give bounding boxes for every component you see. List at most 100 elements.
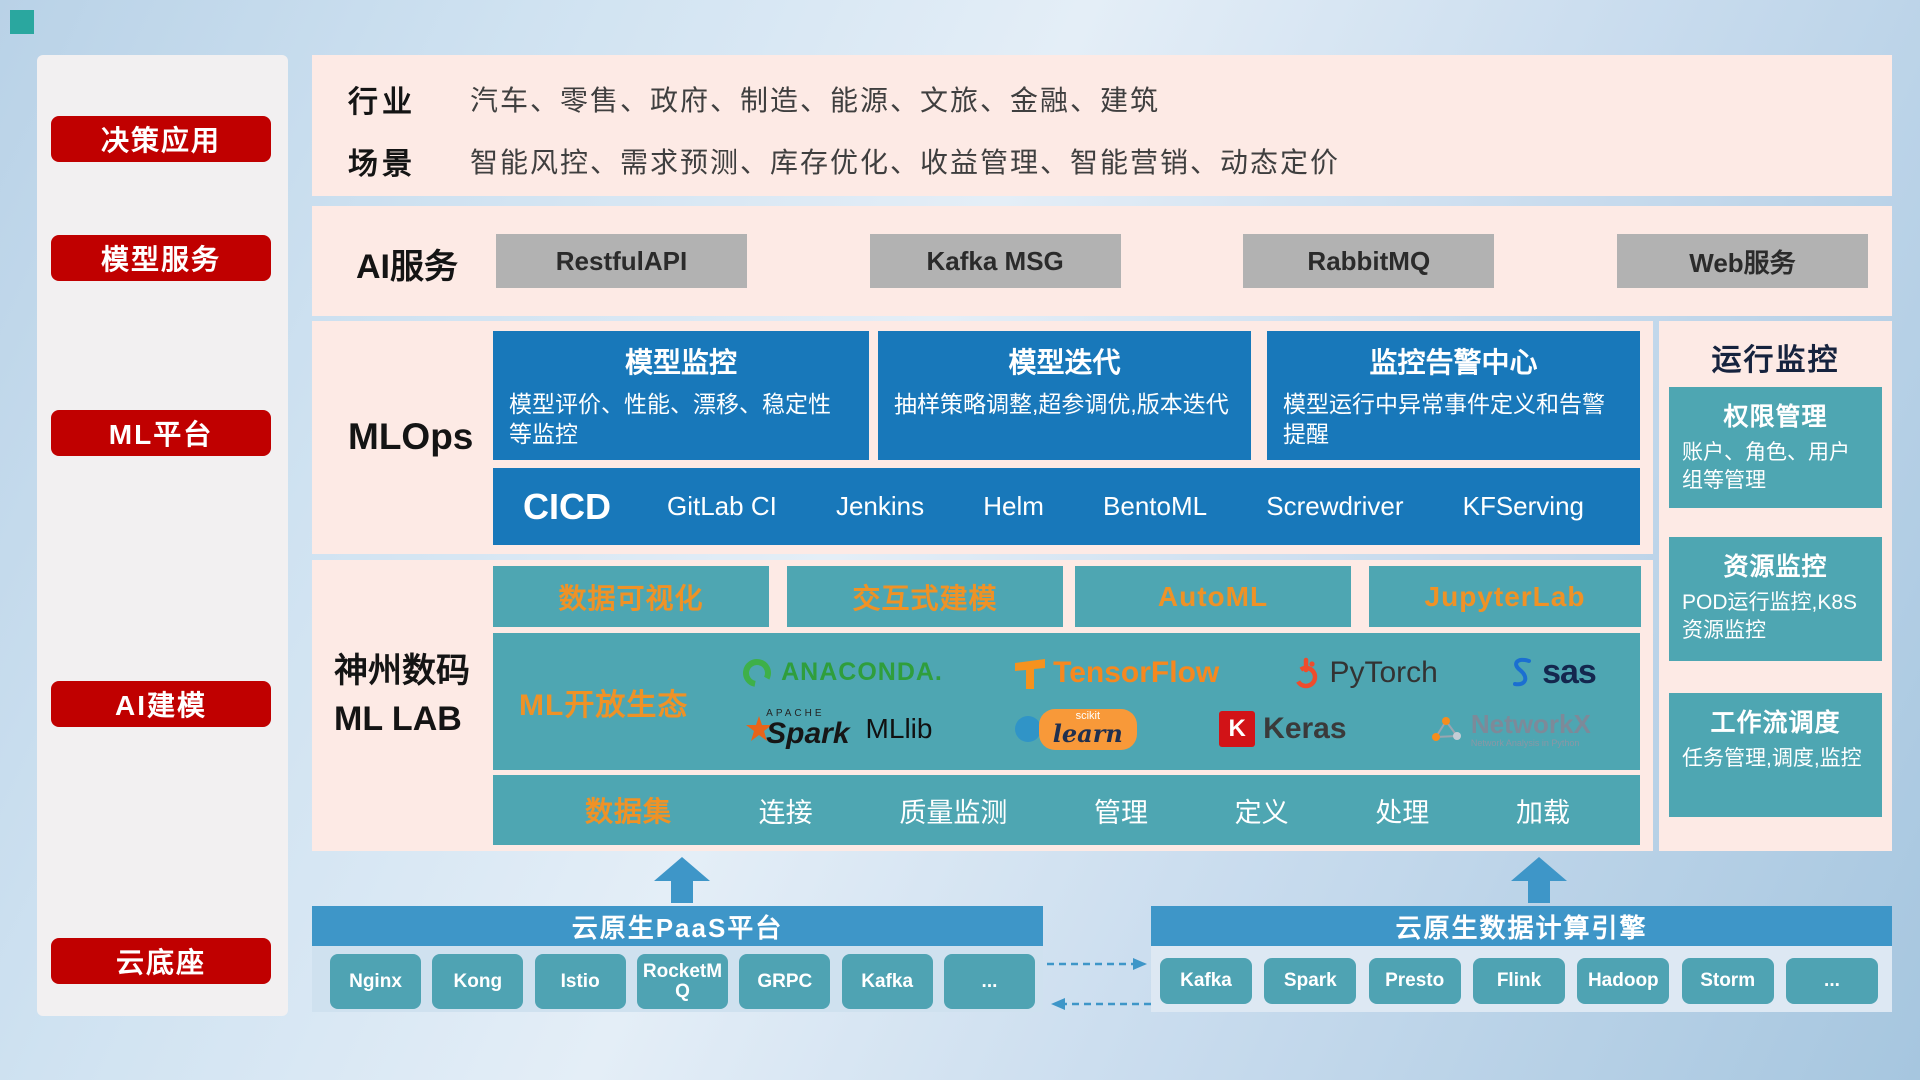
anaconda-logo: ANACONDA. [741,657,943,689]
model-monitoring-title: 模型监控 [624,347,737,378]
dataset-item-define: 定义 [1234,797,1289,828]
mllab-label-line2: ML LAB [334,699,462,738]
sidebar-item-ml-platform[interactable]: ML平台 [51,410,271,456]
resource-monitoring-card: 资源监控 POD运行监控,K8S资源监控 [1669,537,1882,661]
tensorflow-text: TensorFlow [1053,655,1220,689]
up-arrow-paas [654,857,710,903]
tool-data-visualization[interactable]: 数据可视化 [493,566,769,627]
sidebar-item-cloud-base[interactable]: 云底座 [51,938,271,984]
dashed-link-arrows [1047,958,1151,1010]
data-engine-header: 云原生数据计算引擎 [1151,906,1892,946]
cicd-tool-jenkins: Jenkins [835,491,925,521]
cicd-tool-bentoml: BentoML [1103,491,1208,521]
workflow-scheduling-desc: 任务管理,调度,监控 [1682,747,1862,770]
mllab-label-line1: 神州数码 [334,652,470,690]
engine-items: Kafka Spark Presto Flink Hadoop Storm ..… [1160,958,1878,1004]
tool-interactive-modeling[interactable]: 交互式建模 [787,566,1063,627]
permission-management-desc: 账户、角色、用户组等管理 [1682,441,1850,493]
ml-open-ecosystem-box: ML开放生态 ANACONDA. TensorFlow [493,633,1640,770]
service-web-button[interactable]: Web服务 [1616,234,1868,288]
sidebar-item-model-service[interactable]: 模型服务 [51,235,271,281]
resource-monitoring-title: 资源监控 [1723,553,1828,581]
networkx-subtitle: Network Analysis in Python [1470,737,1580,748]
engine-item-hadoop[interactable]: Hadoop [1577,958,1670,1004]
alert-center-card: 监控告警中心 模型运行中异常事件定义和告警提醒 [1267,331,1640,460]
mlops-band: MLOps 模型监控 模型评价、性能、漂移、稳定性等监控 模型迭代 抽样策略调整… [312,321,1653,554]
permission-management-title: 权限管理 [1723,403,1828,431]
tool-automl[interactable]: AutoML [1075,566,1351,627]
scikit-learn-logo: scikit learn [1014,708,1137,750]
sidebar-item-ai-modeling[interactable]: AI建模 [51,681,271,727]
engine-item-more[interactable]: ... [1785,958,1878,1004]
engine-item-flink[interactable]: Flink [1472,958,1565,1004]
paas-item-rocketmq[interactable]: RocketMQ [636,954,728,1009]
service-rabbitmq-button[interactable]: RabbitMQ [1243,234,1495,288]
paas-item-nginx[interactable]: Nginx [330,954,421,1009]
sidebar-item-decision-apps[interactable]: 决策应用 [51,116,271,162]
scikit-blob: scikit learn [1038,708,1137,750]
alert-center-desc: 模型运行中异常事件定义和告警提醒 [1283,391,1605,448]
paas-item-grpc[interactable]: GRPC [739,954,831,1009]
spark-text: Spark [766,717,850,751]
industry-row: 行业 汽车、零售、政府、制造、能源、文旅、金融、建筑 [348,77,1160,121]
ai-service-buttons: RestfulAPI Kafka MSG RabbitMQ Web服务 [496,234,1868,288]
ecosystem-logos-row1: ANACONDA. TensorFlow PyTorch [705,653,1632,692]
spark-mllib-logo: APACHE Spark MLlib [746,709,932,749]
model-iteration-title: 模型迭代 [1008,347,1121,378]
spark-star-icon [746,716,773,742]
cicd-tool-kfserving: KFServing [1462,491,1584,521]
model-monitoring-card: 模型监控 模型评价、性能、漂移、稳定性等监控 [493,331,869,460]
spark-apache-text: APACHE [766,708,825,720]
engine-item-kafka[interactable]: Kafka [1160,958,1252,1004]
service-restfulapi-button[interactable]: RestfulAPI [496,234,747,288]
dataset-label: 数据集 [585,796,673,827]
pytorch-icon [1295,657,1318,689]
model-monitoring-desc: 模型评价、性能、漂移、稳定性等监控 [509,391,831,448]
ecosystem-logos-row2: APACHE Spark MLlib scikit learn K [705,708,1632,750]
scene-row-label: 场景 [348,148,416,181]
networkx-logo: NetworkX Network Analysis in Python [1429,710,1591,748]
dataset-item-manage: 管理 [1093,797,1148,828]
dataset-item-connect: 连接 [758,797,813,828]
paas-item-kafka[interactable]: Kafka [841,954,933,1009]
paas-item-kong[interactable]: Kong [432,954,524,1009]
keras-text: Keras [1263,712,1347,746]
paas-platform-header: 云原生PaaS平台 [312,906,1043,946]
keras-k-icon: K [1219,711,1256,748]
engine-item-presto[interactable]: Presto [1368,958,1461,1004]
paas-item-more[interactable]: ... [943,954,1035,1009]
alert-center-title: 监控告警中心 [1369,347,1538,378]
mlops-label: MLOps [348,416,474,457]
ai-service-label: AI服务 [356,248,458,286]
model-iteration-card: 模型迭代 抽样策略调整,超参调优,版本迭代 [878,331,1251,460]
cicd-tools: GitLab CI Jenkins Helm BentoML Screwdriv… [641,491,1610,522]
engine-item-storm[interactable]: Storm [1681,958,1774,1004]
resource-monitoring-desc: POD运行监控,K8S资源监控 [1682,591,1858,643]
tensorflow-icon [1015,658,1046,689]
up-arrow-engine [1511,857,1567,903]
tool-jupyterlab[interactable]: JupyterLab [1369,566,1641,627]
dataset-item-load: 加载 [1515,797,1570,828]
paas-item-istio[interactable]: Istio [534,954,626,1009]
scikit-circle-icon [1014,716,1041,743]
tensorflow-logo: TensorFlow [1015,656,1219,690]
operation-monitoring-title: 运行监控 [1711,344,1840,377]
paas-items: Nginx Kong Istio RocketMQ GRPC Kafka ... [330,954,1035,1009]
cicd-tool-helm: Helm [983,491,1044,521]
model-iteration-desc: 抽样策略调整,超参调优,版本迭代 [894,391,1229,417]
service-kafka-msg-button[interactable]: Kafka MSG [869,234,1121,288]
industry-row-label: 行业 [348,86,416,119]
engine-item-spark[interactable]: Spark [1264,958,1357,1004]
anaconda-icon [743,658,772,687]
ai-service-band: AI服务 RestfulAPI Kafka MSG RabbitMQ Web服务 [312,206,1892,316]
dataset-item-process: 处理 [1375,797,1430,828]
sas-logo: sas [1510,653,1597,692]
scikit-top-text: scikit [1075,709,1101,722]
keras-logo: K Keras [1219,711,1347,748]
dataset-item-quality: 质量监测 [899,797,1008,828]
cicd-tool-gitlab-ci: GitLab CI [667,491,777,521]
sas-text: sas [1542,653,1597,692]
permission-management-card: 权限管理 账户、角色、用户组等管理 [1669,387,1882,508]
scene-row-text: 智能风控、需求预测、库存优化、收益管理、智能营销、动态定价 [470,147,1341,178]
